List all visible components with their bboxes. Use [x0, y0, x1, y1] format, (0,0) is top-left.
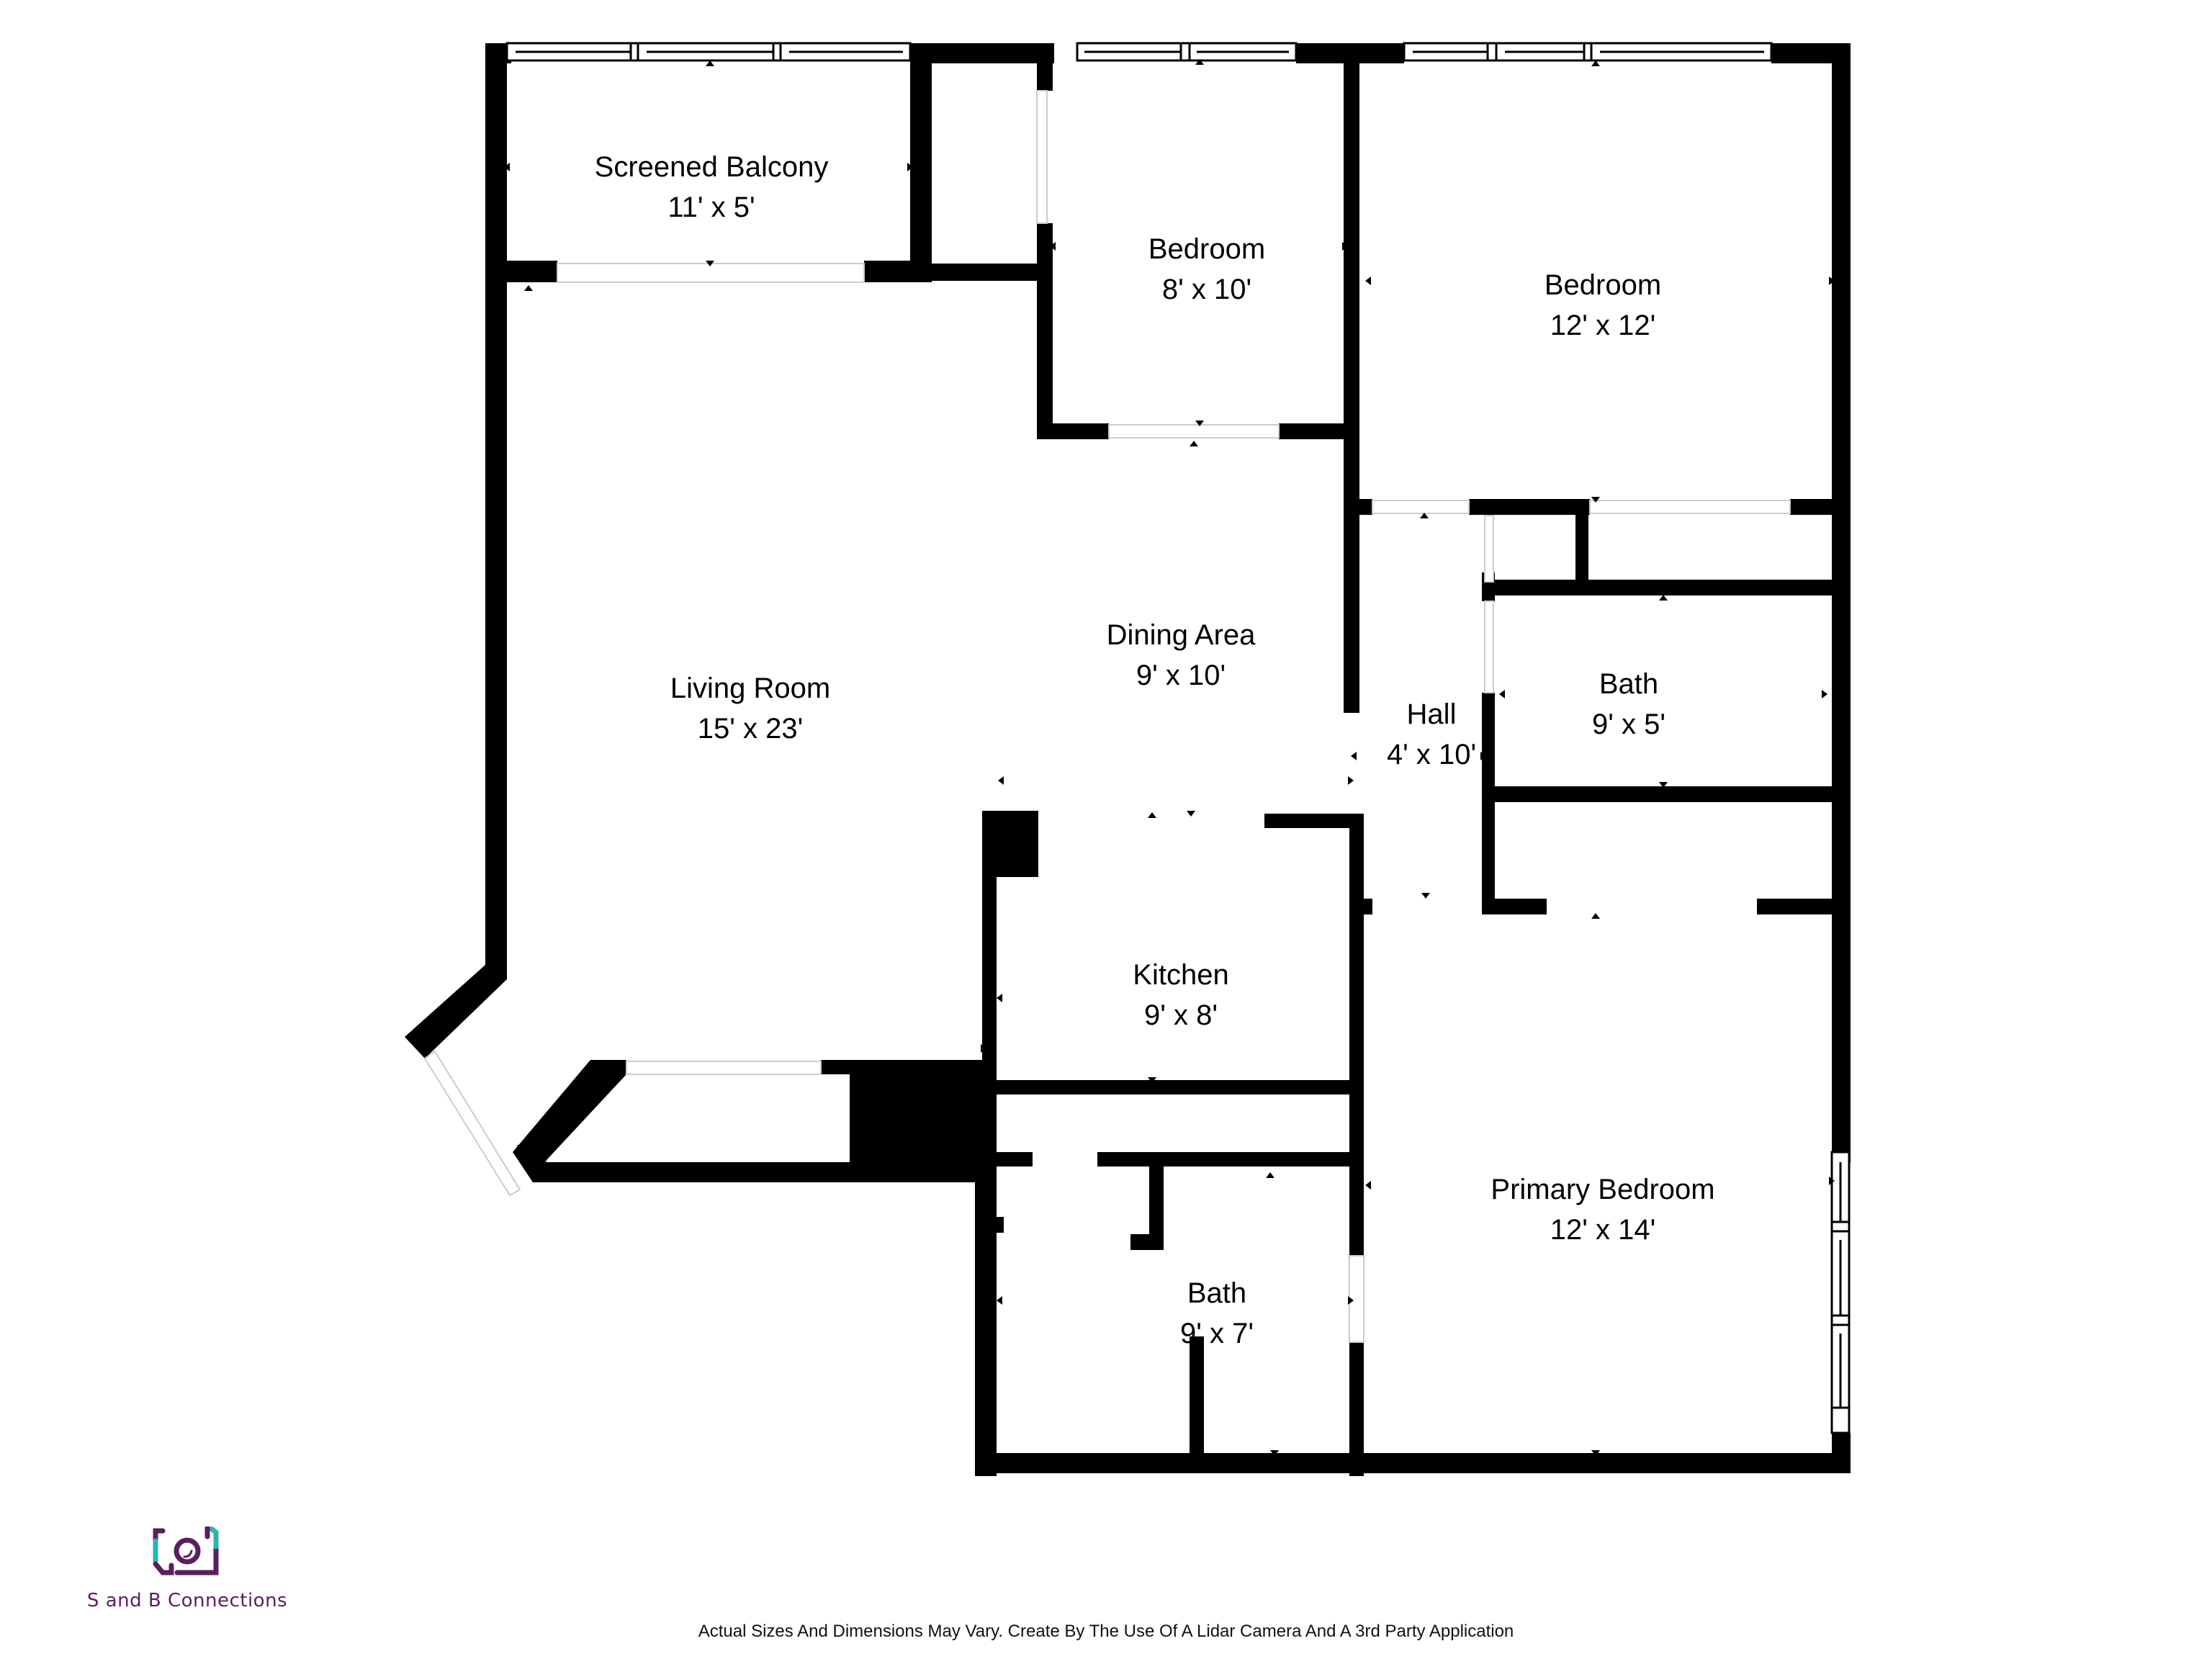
disclaimer-text: Actual Sizes And Dimensions May Vary. Cr…: [698, 1622, 1514, 1641]
room-name: Dining Area: [1106, 619, 1256, 651]
room-name: Bath: [1187, 1277, 1247, 1309]
room-name: Hall: [1406, 698, 1457, 730]
door-openings: [423, 90, 1791, 1343]
room-name: Screened Balcony: [594, 151, 829, 183]
room-label-dining-area: Dining Area 9' x 10': [1107, 615, 1256, 696]
angled-walls: [405, 965, 626, 1182]
room-label-bedroom-2: Bedroom 8' x 10': [1148, 229, 1265, 310]
room-name: Kitchen: [1133, 959, 1229, 991]
room-name: Primary Bedroom: [1491, 1174, 1715, 1205]
room-dimensions: 9' x 7': [1180, 1318, 1254, 1349]
room-name: Living Room: [670, 673, 831, 704]
company-name: S and B Connections: [86, 1590, 288, 1611]
room-dimensions: 12' x 14': [1550, 1214, 1656, 1246]
room-dimensions: 11' x 5': [667, 192, 755, 223]
dimension-markers: [504, 59, 1835, 1456]
room-label-screened-balcony: Screened Balcony 11' x 5': [595, 147, 829, 228]
room-name: Bedroom: [1148, 233, 1266, 265]
walls: [485, 43, 1851, 1476]
room-label-hall: Hall 4' x 10': [1387, 694, 1476, 775]
company-logo: S and B Connections: [72, 1525, 302, 1611]
room-label-bedroom-3: Bedroom 12' x 12': [1545, 265, 1661, 346]
room-name: Bedroom: [1544, 269, 1662, 301]
room-label-bath-1: Bath 9' x 7': [1180, 1273, 1254, 1354]
windows: [505, 42, 1851, 1434]
room-name: Bath: [1599, 668, 1659, 700]
room-label-primary-bedroom: Primary Bedroom 12' x 14': [1491, 1169, 1714, 1250]
room-dimensions: 9' x 8': [1143, 999, 1218, 1031]
room-dimensions: 4' x 10': [1386, 739, 1477, 770]
room-dimensions: 8' x 10': [1161, 274, 1252, 305]
room-dimensions: 12' x 12': [1550, 310, 1656, 341]
room-dimensions: 9' x 5': [1592, 709, 1665, 740]
room-dimensions: 9' x 10': [1136, 660, 1226, 691]
camera-icon: [153, 1525, 222, 1581]
room-label-living-room: Living Room 15' x 23': [670, 668, 830, 749]
room-label-bath-2: Bath 9' x 5': [1592, 664, 1665, 745]
room-label-kitchen: Kitchen 9' x 8': [1133, 955, 1228, 1035]
room-dimensions: 15' x 23': [697, 713, 804, 745]
